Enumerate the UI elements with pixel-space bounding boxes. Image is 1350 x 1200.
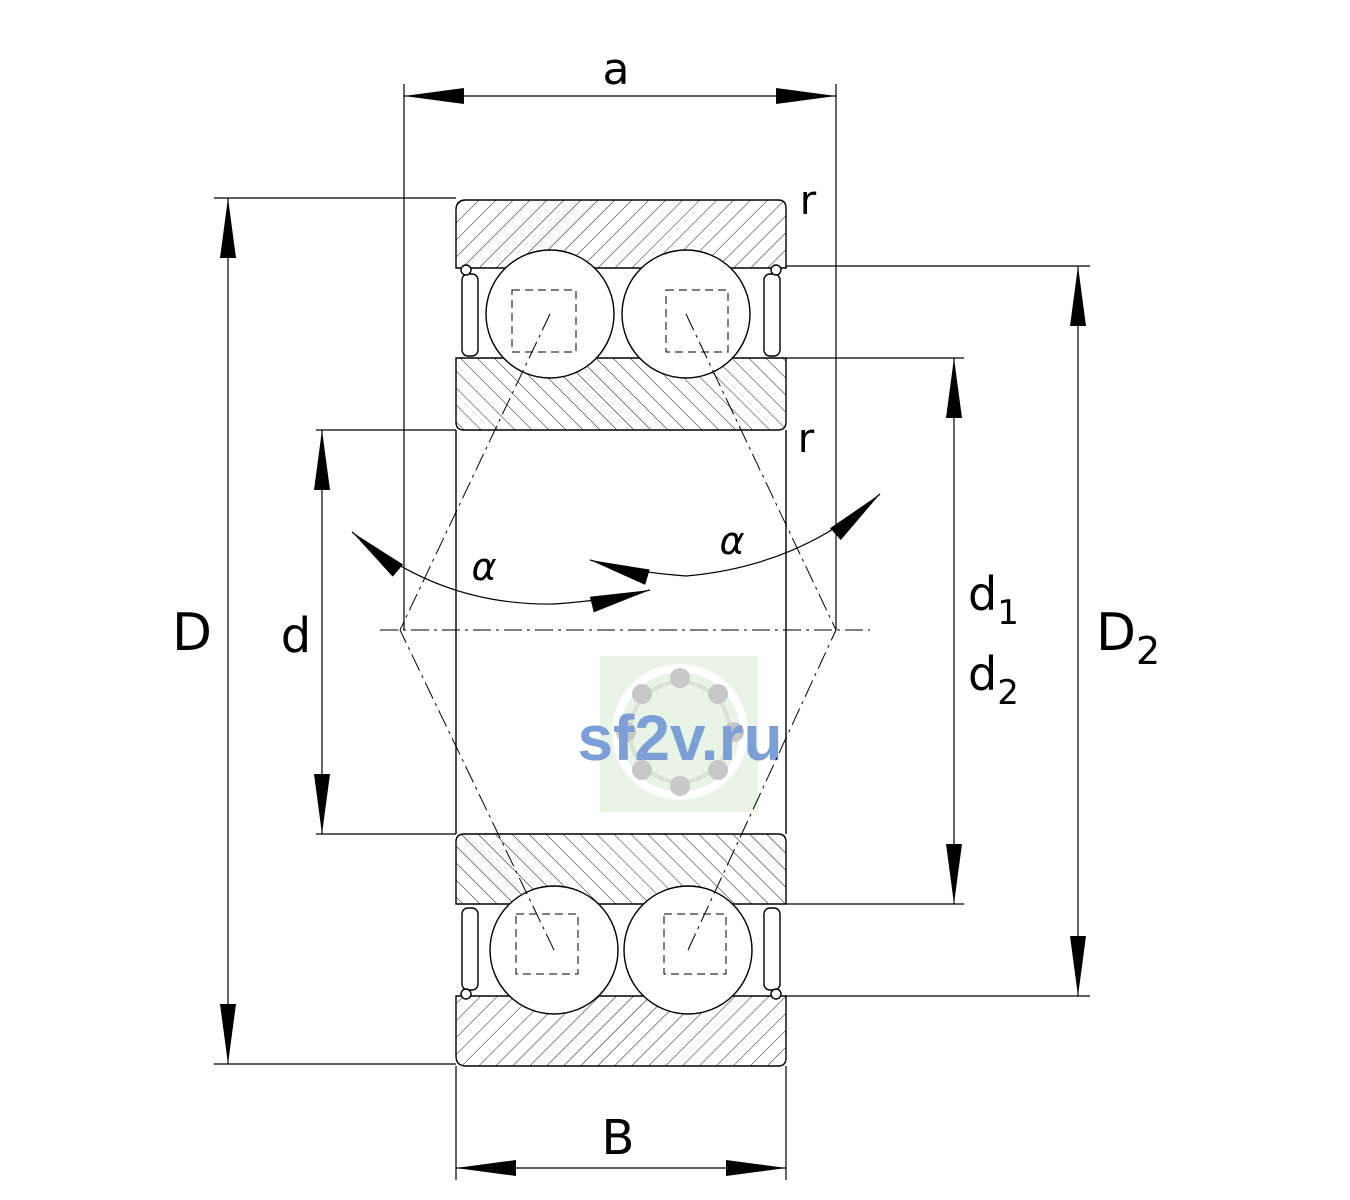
bearing-top-section — [455, 199, 787, 431]
dimension-a — [403, 84, 837, 630]
dimension-d1-d2 — [786, 357, 964, 905]
seal-right-bottom — [763, 907, 781, 991]
label-d1-main: d — [968, 567, 997, 621]
watermark-text: sf2v.ru — [577, 702, 782, 774]
label-D: D — [172, 603, 212, 663]
dimension-d — [314, 429, 456, 835]
center-lines — [380, 313, 870, 951]
seal-left-top — [461, 273, 479, 357]
bearing-bottom-section — [455, 833, 787, 1067]
label-r-top: r — [800, 178, 817, 224]
label-a: a — [603, 44, 630, 95]
label-alpha-right: α — [719, 519, 744, 563]
dimension-B — [455, 1066, 787, 1180]
label-d2: d2 — [968, 647, 1019, 713]
bore-lines — [455, 430, 787, 834]
label-d: d — [281, 608, 311, 664]
label-D2-main: D — [1096, 603, 1136, 663]
dimension-D — [214, 197, 456, 1065]
label-d1-subscript: 1 — [997, 593, 1019, 633]
seal-left-bottom — [461, 907, 479, 991]
label-D2-subscript: 2 — [1136, 629, 1160, 673]
seal-right-top — [763, 273, 781, 357]
label-D2: D2 — [1096, 603, 1160, 673]
inner-ring-top — [455, 357, 787, 431]
watermark: sf2v.ru — [577, 656, 783, 812]
outer-ring-bottom — [455, 995, 787, 1067]
label-r-mid: r — [798, 416, 815, 462]
label-d2-subscript: 2 — [997, 673, 1019, 713]
outer-ring-top — [455, 199, 787, 269]
label-alpha-left: α — [471, 545, 496, 589]
watermark-bearing-icon — [612, 664, 748, 800]
dimension-D2 — [786, 265, 1090, 997]
label-B: B — [602, 1110, 635, 1166]
label-d1: d1 — [968, 567, 1019, 633]
label-d2-main: d — [968, 647, 997, 701]
angle-arcs — [351, 493, 881, 613]
